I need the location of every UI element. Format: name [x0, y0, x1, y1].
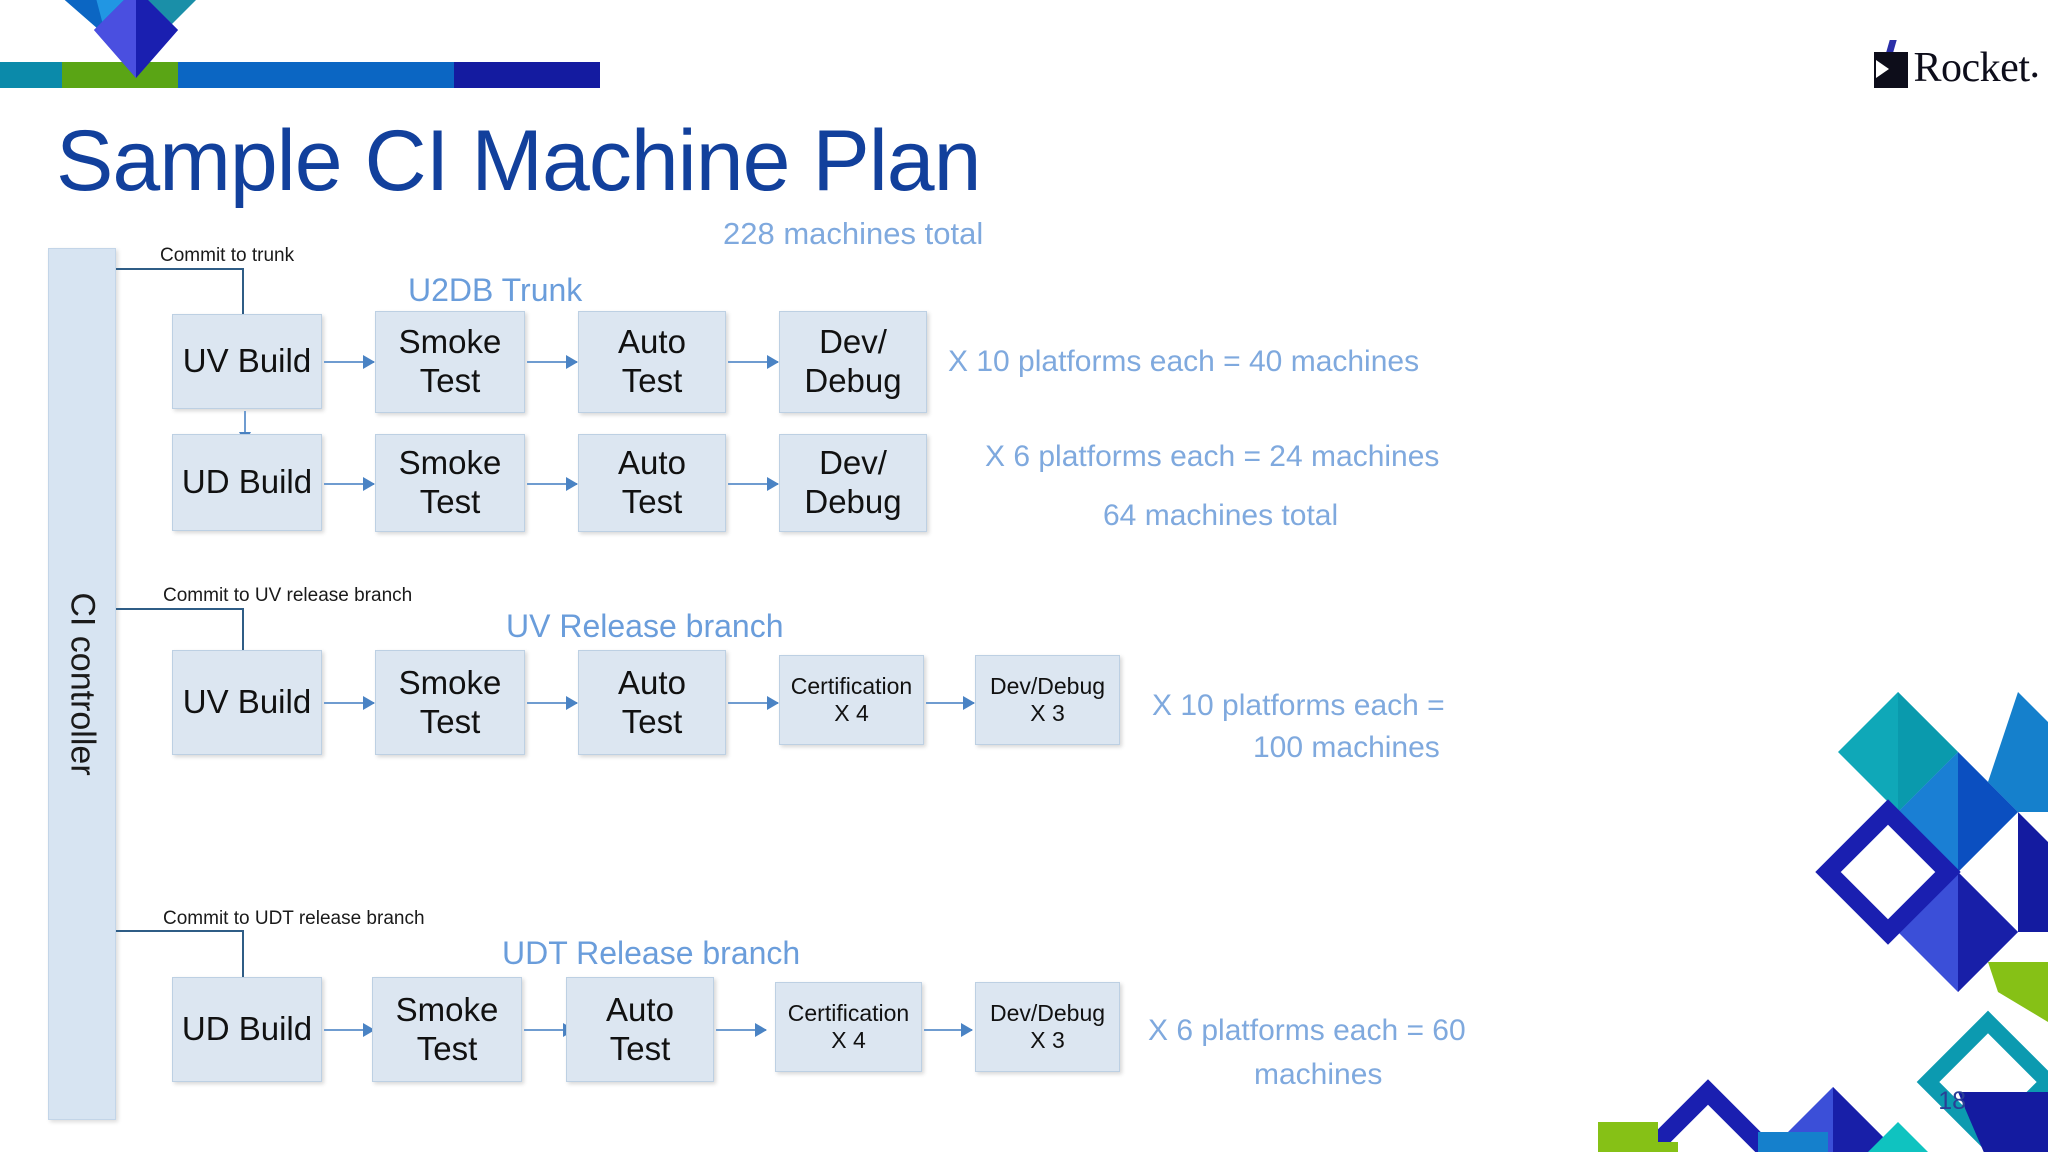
arrow-cert-to-dev-uv-release: [926, 702, 974, 704]
commit-to-trunk-label: Commit to trunk: [160, 245, 295, 266]
arrow-smoke-to-auto-trunk-ud: [527, 483, 577, 485]
page-number: 18: [1938, 1087, 1966, 1115]
arrow-auto-to-dev-trunk-uv: [728, 361, 778, 363]
node-smoke-test-trunk-ud: Smoke Test: [375, 434, 525, 532]
commit-udt-release-elbow: [116, 930, 244, 990]
total-machines-note: 228 machines total: [723, 216, 984, 251]
node-label: UD Build: [181, 463, 313, 501]
annotation-row-3: X 10 platforms each =: [1152, 689, 1445, 722]
node-label: Auto Test: [618, 663, 686, 740]
branch-title-udt-release: UDT Release branch: [502, 935, 801, 971]
node-auto-test-trunk-ud: Auto Test: [578, 434, 726, 532]
node-label: Dev/ Debug: [804, 323, 902, 399]
arrow-uv-build-to-ud-build: [244, 411, 246, 442]
ci-controller-label: CI controller: [63, 592, 102, 776]
node-label: UD Build: [181, 1010, 313, 1048]
node-smoke-test-udt-release: Smoke Test: [372, 977, 522, 1082]
arrow-uv-build-to-smoke-trunk: [324, 361, 374, 363]
commit-to-uv-release-label: Commit to UV release branch: [163, 585, 413, 606]
arrow-smoke-to-auto-uv-release: [527, 702, 577, 704]
header-segment-green: [62, 62, 178, 88]
arrow-smoke-to-auto-trunk-uv: [527, 361, 577, 363]
node-auto-test-uv-release: Auto Test: [578, 650, 726, 755]
node-label: Smoke Test: [398, 663, 502, 740]
node-label: UV Build: [182, 683, 312, 721]
header-segment-teal: [0, 62, 62, 88]
node-dev-debug-udt-release: Dev/Debug X 3: [975, 982, 1120, 1072]
node-label: Smoke Test: [395, 990, 499, 1067]
node-ud-build-udt-release: UD Build: [172, 977, 322, 1082]
arrow-uv-build-to-smoke-release: [324, 702, 374, 704]
node-label: Smoke Test: [398, 323, 502, 399]
node-dev-debug-trunk-uv: Dev/ Debug: [779, 311, 927, 413]
rocket-logo: Rocket .: [1873, 40, 2041, 92]
node-auto-test-udt-release: Auto Test: [566, 977, 714, 1082]
header-color-bar: [0, 62, 600, 88]
node-uv-build-release: UV Build: [172, 650, 322, 755]
annotation-row-2-total: 64 machines total: [1103, 499, 1339, 532]
arrow-auto-to-cert-udt: [716, 1029, 766, 1031]
rocket-mark-icon: [1873, 40, 1908, 88]
annotation-row-4-total: machines: [1254, 1058, 1383, 1091]
node-smoke-test-trunk-uv: Smoke Test: [375, 311, 525, 413]
node-label: Smoke Test: [398, 444, 502, 520]
rocket-wordmark: Rocket: [1913, 45, 2030, 92]
node-label: Auto Test: [606, 990, 674, 1067]
branch-title-uv-release: UV Release branch: [506, 608, 784, 644]
commit-trunk-elbow: [116, 268, 244, 328]
arrow-cert-to-dev-udt: [924, 1029, 972, 1031]
node-label: Auto Test: [618, 323, 686, 399]
header-segment-blue: [178, 62, 454, 88]
annotation-row-3-total: 100 machines: [1253, 731, 1440, 764]
node-label: Auto Test: [618, 444, 686, 520]
rocket-wordmark-dot: .: [2029, 41, 2041, 87]
arrow-ud-build-to-smoke-trunk: [324, 483, 374, 485]
node-label: Certification X 4: [787, 999, 910, 1053]
node-label: Dev/ Debug: [804, 444, 902, 520]
node-dev-debug-trunk-ud: Dev/ Debug: [779, 434, 927, 532]
corner-diamond-decoration: [1598, 692, 2048, 1152]
ci-controller-bar: CI controller: [48, 248, 116, 1120]
annotation-row-4: X 6 platforms each = 60: [1148, 1014, 1466, 1047]
arrow-smoke-to-auto-udt: [524, 1029, 574, 1031]
node-dev-debug-uv-release: Dev/Debug X 3: [975, 655, 1120, 745]
node-label: Dev/Debug X 3: [989, 672, 1106, 726]
node-ud-build-trunk: UD Build: [172, 434, 322, 531]
node-label: Dev/Debug X 3: [989, 999, 1106, 1053]
node-certification-uv-release: Certification X 4: [779, 655, 924, 745]
page-title: Sample CI Machine Plan: [56, 113, 981, 209]
arrow-auto-to-cert-uv-release: [728, 702, 778, 704]
arrow-ud-build-to-smoke-udt: [324, 1029, 374, 1031]
arrow-auto-to-dev-trunk-ud: [728, 483, 778, 485]
node-label: UV Build: [182, 342, 312, 380]
node-certification-udt-release: Certification X 4: [775, 982, 922, 1072]
node-label: Certification X 4: [790, 672, 913, 726]
commit-to-udt-release-label: Commit to UDT release branch: [163, 908, 425, 929]
commit-uv-release-elbow: [116, 608, 244, 668]
annotation-row-1: X 10 platforms each = 40 machines: [948, 345, 1420, 378]
branch-title-u2db-trunk: U2DB Trunk: [408, 272, 583, 308]
chevron-logo-icon: [64, 0, 196, 78]
node-auto-test-trunk-uv: Auto Test: [578, 311, 726, 413]
node-uv-build-trunk: UV Build: [172, 314, 322, 409]
header-segment-navy: [454, 62, 600, 88]
node-smoke-test-uv-release: Smoke Test: [375, 650, 525, 755]
annotation-row-2: X 6 platforms each = 24 machines: [985, 440, 1440, 473]
